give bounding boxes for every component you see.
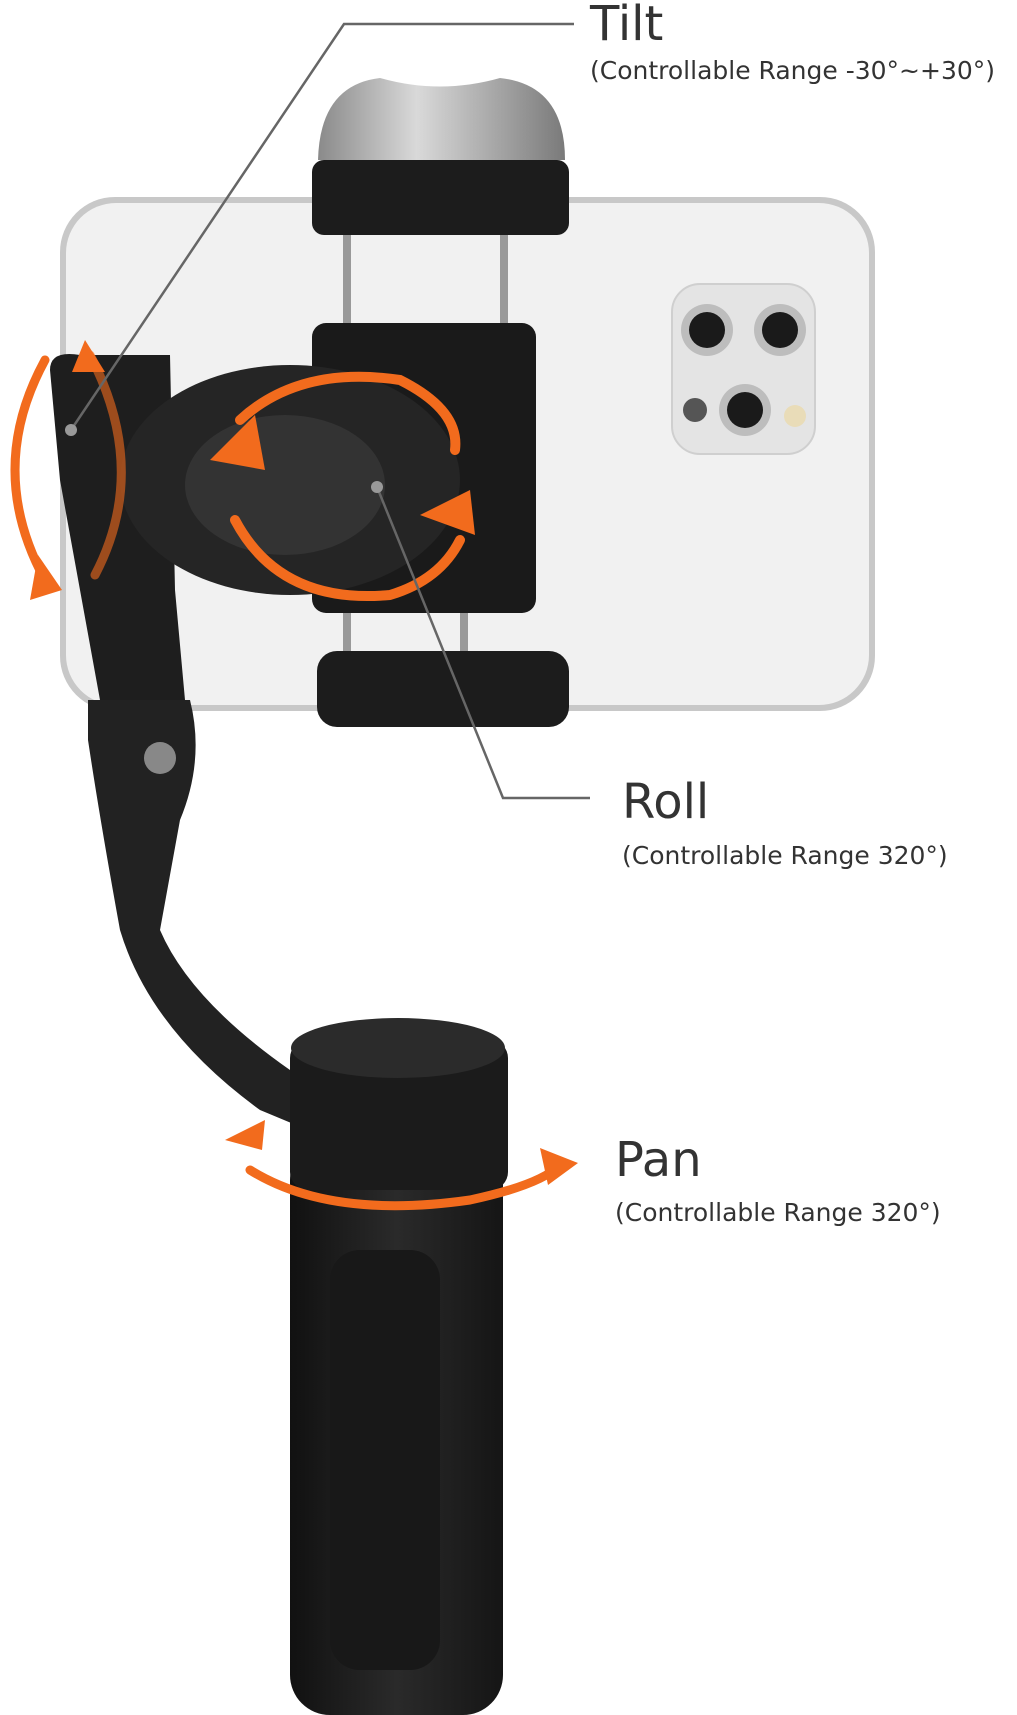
tilt-title: Tilt: [590, 0, 664, 52]
gimbal-handle: [290, 1018, 508, 1715]
roll-title: Roll: [622, 774, 710, 830]
pan-range: (Controllable Range 320°): [615, 1198, 941, 1227]
roll-arrowhead: [210, 415, 265, 470]
leader-lines: [69, 22, 590, 800]
pan-title: Pan: [615, 1132, 702, 1188]
pan-arrowhead: [540, 1148, 578, 1185]
tilt-arrowhead: [30, 555, 62, 600]
roll-arrow: [230, 371, 465, 601]
tilt-range: (Controllable Range -30°~+30°): [590, 56, 996, 85]
gimbal-arm: [50, 354, 460, 1135]
roll-leader: [375, 486, 590, 800]
tilt-leader: [69, 22, 574, 431]
pan-arrow: [245, 1160, 565, 1211]
roll-range: (Controllable Range 320°): [622, 841, 948, 870]
